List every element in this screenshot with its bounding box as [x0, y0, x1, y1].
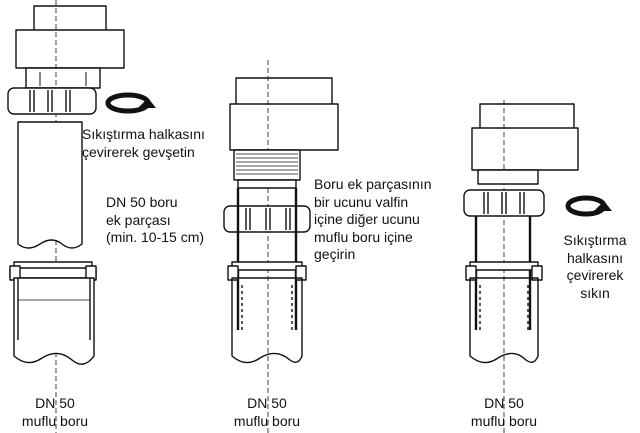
- bottom-label-line: DN 50: [484, 395, 524, 411]
- part-label-line: DN 50 boru: [106, 194, 178, 210]
- bottom-label-line: muflu boru: [21, 412, 89, 429]
- bottom-label-line: DN 50: [247, 395, 287, 411]
- bottom-label-line: muflu boru: [233, 412, 301, 429]
- step2-instruction-line: muflu boru içine: [314, 228, 413, 245]
- rotate-arrow-icon: [565, 195, 612, 217]
- step2-assembly: [223, 60, 339, 433]
- step3-instruction-line: çevirerek: [566, 267, 624, 283]
- rotate-arrow-icon: [105, 92, 156, 114]
- step3-instruction-line: halkasını: [566, 249, 624, 266]
- step1-instruction: Sıkıştırma halkasını çevirerek gevşetin: [82, 126, 205, 161]
- step3-assembly: [463, 100, 579, 433]
- step2-instruction-line: Boru ek parçasının: [314, 176, 432, 192]
- step2-bottom-label: DN 50 muflu boru: [226, 395, 308, 430]
- step1-part-label: DN 50 boru ek parçası (min. 10-15 cm): [106, 194, 204, 247]
- step2-instruction-line: bir ucunu valfin: [314, 193, 409, 210]
- step1-assembly: [7, 0, 125, 433]
- bottom-label-line: DN 50: [35, 395, 75, 411]
- step2-instruction-line: içine diğer ucunu: [314, 211, 420, 227]
- part-label-line: (min. 10-15 cm): [106, 229, 205, 245]
- step1-instruction-line: Sıkıştırma halkasını: [82, 126, 205, 142]
- step3-instruction-line: Sıkıştırma: [563, 232, 627, 248]
- step1-instruction-line: çevirerek gevşetin: [82, 143, 195, 160]
- step3-bottom-label: DN 50 muflu boru: [463, 395, 545, 430]
- step3-instruction-line: sıkın: [580, 284, 610, 301]
- bottom-label-line: muflu boru: [470, 412, 538, 429]
- part-label-line: ek parçası: [106, 211, 171, 228]
- step1-bottom-label: DN 50 muflu boru: [14, 395, 96, 430]
- step3-instruction: Sıkıştırma halkasını çevirerek sıkın: [554, 232, 636, 302]
- step2-instruction-line: geçirin: [314, 246, 356, 262]
- step2-instruction: Boru ek parçasının bir ucunu valfin için…: [314, 176, 432, 264]
